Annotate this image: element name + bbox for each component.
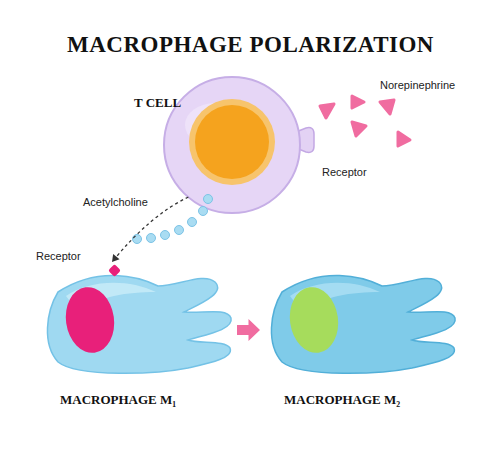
macrophage-m1-figure [47, 264, 231, 373]
nucleus-ring [189, 99, 275, 185]
nucleus [195, 105, 269, 179]
block-arrow [237, 319, 260, 341]
t-cell-figure [164, 77, 314, 213]
molecule [133, 235, 142, 244]
molecule [175, 226, 184, 235]
cell-body [47, 275, 231, 373]
macrophage: MACROPHAGE M₁ [38, 262, 235, 422]
norepinephrine-molecules [320, 96, 410, 146]
t-cell: T CELL [164, 77, 300, 213]
cell-label: MACROPHAGE M₂ [284, 392, 400, 408]
molecule [188, 218, 197, 227]
macrophage: MACROPHAGE M₂ [262, 262, 459, 422]
molecule [147, 234, 156, 243]
receptor [108, 264, 121, 277]
nucleus [62, 284, 119, 356]
molecule-label: Norepinephrine [380, 79, 455, 91]
cell-label: T CELL [134, 95, 181, 111]
edge-label: Acetylcholine [83, 196, 148, 208]
cell-body [164, 77, 300, 213]
macrophage-m2-figure [271, 275, 455, 373]
molecule [199, 207, 208, 216]
molecule [161, 231, 170, 240]
molecule [352, 122, 366, 136]
molecule [398, 132, 410, 146]
molecule [320, 104, 334, 118]
receptor-label: Receptor [322, 166, 367, 178]
molecule [204, 195, 213, 204]
diagram-title: MACROPHAGE POLARIZATION [67, 32, 434, 58]
arrow-head [112, 254, 120, 262]
molecule [352, 96, 364, 108]
nucleus [286, 284, 343, 356]
cell-body [271, 275, 455, 373]
cell-label: MACROPHAGE M₁ [60, 392, 176, 408]
molecule [380, 100, 394, 114]
receptor-label: Receptor [36, 250, 81, 262]
